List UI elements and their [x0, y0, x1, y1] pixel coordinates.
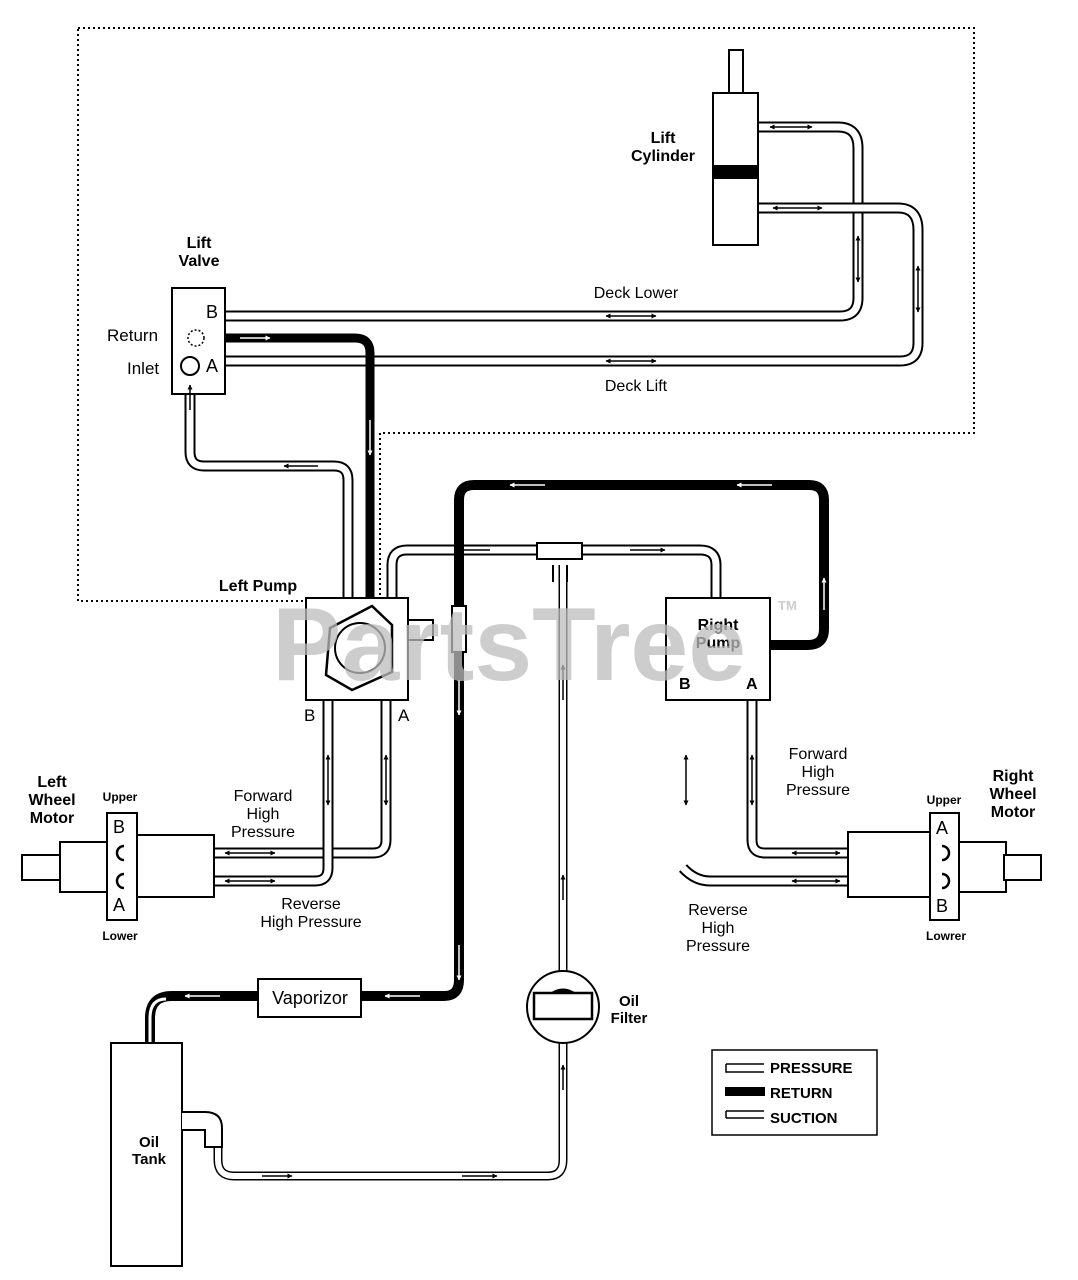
oil-tank-label-2: Tank	[132, 1151, 167, 1168]
left-reverse-line-inner	[120, 700, 332, 885]
left-pump-label: Left Pump	[219, 578, 297, 595]
left-motor-port-b: B	[113, 817, 125, 837]
left-reverse-label-1: Reverse	[281, 896, 341, 913]
right-motor-upper: Upper	[927, 793, 962, 807]
deck-lower-line-outer	[224, 121, 864, 322]
left-wheel-motor	[21, 812, 215, 921]
left-forward-label-3: Pressure	[231, 824, 295, 841]
legend-pressure: PRESSURE	[770, 1060, 853, 1077]
suction-line-outer	[213, 1040, 568, 1181]
deck-lift-label: Deck Lift	[605, 378, 668, 395]
right-forward-label-2: High	[802, 764, 835, 781]
lift-valve-port-b: B	[206, 302, 218, 322]
deck-lower-label: Deck Lower	[594, 285, 679, 302]
valve-inlet-line-inner	[186, 370, 352, 598]
vaporizor	[257, 978, 362, 1018]
left-motor-port-a: A	[113, 895, 125, 915]
legend: PRESSURE RETURN SUCTION	[711, 1049, 878, 1136]
right-motor-lower: Lowrer	[926, 929, 966, 943]
right-forward-label-1: Forward	[789, 746, 848, 763]
oil-tank	[110, 1042, 223, 1267]
return-flow-arrows	[184, 335, 827, 999]
right-motor-label-1: Right	[993, 768, 1035, 785]
lift-cylinder	[712, 49, 759, 246]
vaporizor-to-tank-line	[145, 991, 258, 1043]
lift-valve-port-a: A	[206, 356, 218, 376]
right-forward-line-outer	[746, 700, 945, 859]
watermark-tm: TM	[778, 598, 797, 613]
right-motor-port-a: A	[936, 818, 948, 838]
left-motor-lower: Lower	[102, 929, 138, 943]
left-forward-label-2: High	[247, 806, 280, 823]
valve-return-line	[224, 333, 375, 598]
oil-tank-label-1: Oil	[139, 1134, 159, 1151]
legend-suction: SUCTION	[770, 1110, 838, 1127]
left-pump-port-b: B	[304, 706, 315, 725]
right-pump	[665, 597, 771, 701]
right-pump-port-a: A	[746, 676, 758, 693]
partstree-watermark: PartsTree TM	[272, 587, 797, 703]
inlet-label: Inlet	[127, 359, 159, 378]
left-reverse-label-2: High Pressure	[260, 914, 361, 931]
oil-filter-label-2: Filter	[611, 1010, 648, 1027]
oil-filter-label-1: Oil	[619, 993, 639, 1010]
right-forward-line-inner	[748, 700, 945, 857]
right-motor-port-b: B	[936, 896, 948, 916]
lift-valve-label-1: Lift	[187, 235, 213, 252]
right-motor-label-2: Wheel	[989, 786, 1036, 803]
right-reverse-label-2: High	[702, 920, 735, 937]
left-forward-line-inner	[120, 700, 390, 857]
right-pump-label-1: Right	[698, 617, 740, 634]
right-reverse-label-3: Pressure	[686, 938, 750, 955]
watermark-text: PartsTree	[272, 587, 746, 703]
return-label: Return	[107, 326, 158, 345]
lift-valve	[171, 287, 226, 395]
right-pump-label-2: Pump	[696, 635, 741, 652]
lift-cylinder-label-1: Lift	[651, 130, 677, 147]
flow-arrows	[187, 124, 921, 1179]
labels: Lift Cylinder Lift Valve B A Return Inle…	[28, 130, 1036, 1168]
lift-valve-label-2: Valve	[179, 253, 220, 270]
left-motor-label-3: Motor	[30, 810, 74, 827]
left-motor-label-1: Left	[37, 774, 67, 791]
left-motor-upper: Upper	[103, 790, 138, 804]
deck-lower-line-inner	[224, 123, 862, 320]
left-pump	[305, 597, 467, 701]
oil-filter	[526, 970, 600, 1044]
right-motor-label-3: Motor	[991, 804, 1035, 821]
right-forward-label-3: Pressure	[786, 782, 850, 799]
left-pump-port-a: A	[398, 706, 410, 725]
lift-cylinder-label-2: Cylinder	[631, 148, 695, 165]
charge-tee	[536, 542, 583, 582]
right-reverse-label-1: Reverse	[688, 902, 748, 919]
left-forward-label-1: Forward	[234, 788, 293, 805]
valve-inlet-line-outer	[184, 370, 354, 598]
left-motor-label-2: Wheel	[28, 792, 75, 809]
main-return-line	[360, 480, 829, 1001]
right-reverse-line-inner	[680, 865, 945, 885]
lift-assembly-boundary	[77, 27, 975, 602]
suction-line-inner	[215, 1040, 566, 1179]
suction-lines	[213, 565, 568, 1181]
tank-elbow-highlight	[148, 997, 167, 1043]
legend-return: RETURN	[770, 1085, 833, 1102]
right-pump-port-b: B	[679, 676, 691, 693]
vaporizor-label: Vaporizor	[272, 988, 348, 1008]
right-wheel-motor	[847, 812, 1042, 921]
